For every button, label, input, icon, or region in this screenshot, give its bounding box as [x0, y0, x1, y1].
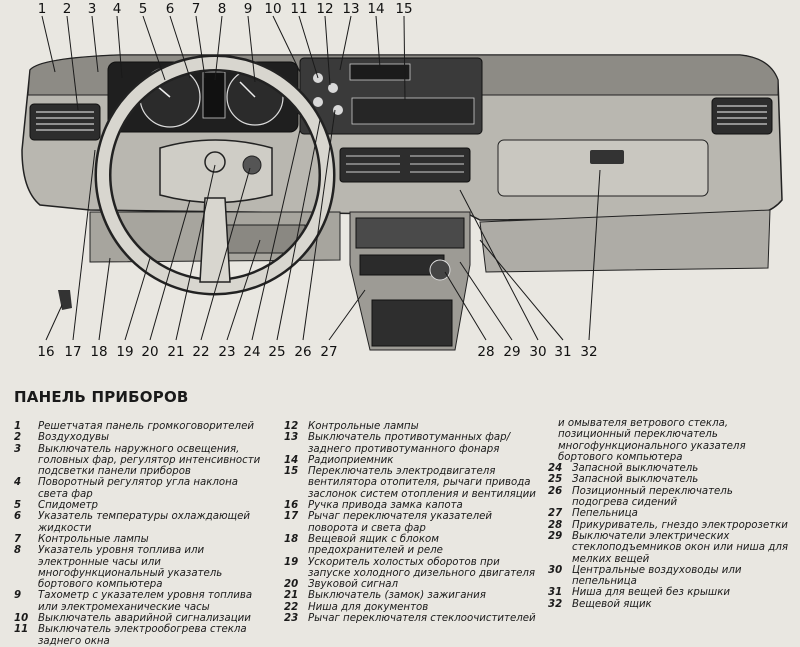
- label-29: 29: [503, 344, 520, 360]
- label-23: 23: [218, 344, 235, 360]
- label-13: 13: [342, 1, 359, 17]
- label-1: 1: [38, 1, 47, 17]
- bottom-number-labels: 16 17 18 19 20 21 22 23 24 25 26 27 28 2…: [37, 344, 597, 360]
- label-10: 10: [264, 1, 281, 17]
- dashboard-illustration: 1 2 3 4 5 6 7 8 9 10 11 12 13 14 15 16 1…: [21, 1, 783, 360]
- legend-item-continuation: и омывателя ветрового стекла, позиционны…: [558, 418, 746, 463]
- label-15: 15: [395, 1, 412, 17]
- label-7: 7: [192, 1, 201, 17]
- label-22: 22: [192, 344, 209, 360]
- label-27: 27: [320, 344, 337, 360]
- label-26: 26: [294, 344, 311, 360]
- label-28: 28: [477, 344, 494, 360]
- label-5: 5: [139, 1, 148, 17]
- label-24: 24: [243, 344, 260, 360]
- label-17: 17: [64, 344, 81, 360]
- leader-lines: [41, 15, 601, 341]
- label-6: 6: [166, 1, 175, 17]
- label-12: 12: [316, 1, 333, 17]
- label-30: 30: [529, 344, 546, 360]
- label-21: 21: [167, 344, 184, 360]
- top-number-labels: 1 2 3 4 5 6 7 8 9 10 11 12 13 14 15: [38, 1, 413, 17]
- label-14: 14: [367, 1, 384, 17]
- label-32: 32: [580, 344, 597, 360]
- label-2: 2: [63, 1, 72, 17]
- legend-title: ПАНЕЛЬ ПРИБОРОВ: [14, 388, 189, 406]
- label-31: 31: [554, 344, 571, 360]
- label-18: 18: [90, 344, 107, 360]
- legend-column-3: и омывателя ветрового стекла, позиционны…: [548, 418, 788, 610]
- label-9: 9: [244, 1, 253, 17]
- label-11: 11: [290, 1, 307, 17]
- label-25: 25: [268, 344, 285, 360]
- label-8: 8: [218, 1, 227, 17]
- label-3: 3: [88, 1, 97, 17]
- dashboard-drawing: [21, 54, 783, 351]
- label-16: 16: [37, 344, 54, 360]
- label-20: 20: [141, 344, 158, 360]
- label-4: 4: [113, 1, 122, 17]
- label-19: 19: [116, 344, 133, 360]
